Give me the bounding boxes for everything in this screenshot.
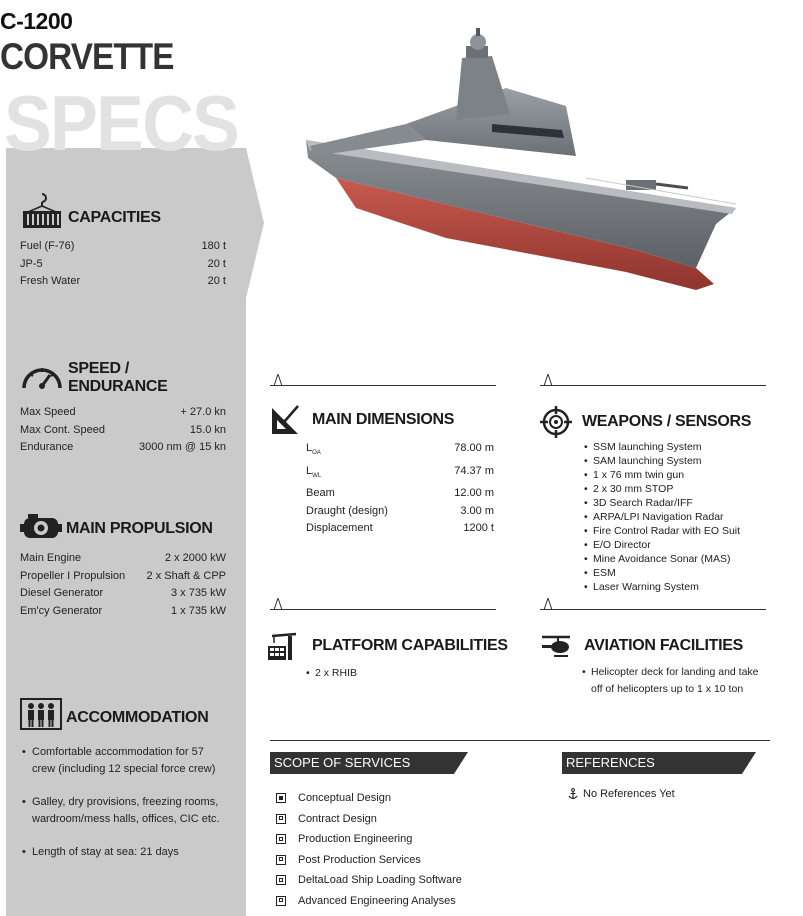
section-divider	[540, 374, 766, 386]
list-item: ESM	[584, 566, 751, 580]
accommodation-title: ACCOMMODATION	[66, 709, 209, 726]
speed-header: SPEED / ENDURANCE	[20, 354, 226, 396]
panel-arrow	[246, 148, 264, 298]
platform-section: PLATFORM CAPABILITIES 2 x RHIB	[266, 630, 508, 680]
list-item: Production Engineering	[276, 829, 462, 850]
crane-icon	[268, 632, 297, 660]
weapons-list: SSM launching System SAM launching Syste…	[584, 440, 751, 594]
weapons-header: WEAPONS / SENSORS	[540, 406, 751, 438]
corvette-ship-image	[306, 28, 737, 290]
accommodation-list: Comfortable accommodation for 57 crew (i…	[20, 744, 226, 861]
list-item: SAM launching System	[584, 454, 751, 468]
platform-title: PLATFORM CAPABILITIES	[312, 637, 508, 654]
list-item: E/O Director	[584, 538, 751, 552]
list-item: 1 x 76 mm twin gun	[584, 468, 751, 482]
checkbox-icon	[276, 813, 286, 824]
engine-icon	[20, 514, 62, 538]
checkbox-icon	[276, 875, 286, 886]
list-item: Fire Control Radar with EO Suit	[584, 524, 751, 538]
capacities-header: CAPACITIES	[20, 192, 226, 230]
anchor-icon	[568, 788, 578, 800]
crosshair-icon	[540, 406, 572, 438]
list-item: Contract Design	[276, 809, 462, 830]
list-item: 2 x RHIB	[306, 666, 508, 680]
aviation-list: Helicopter deck for landing and take off…	[582, 664, 766, 698]
speed-section: SPEED / ENDURANCE Max Speed+ 27.0 kn Max…	[20, 354, 226, 457]
aviation-header: AVIATION FACILITIES	[540, 634, 766, 658]
checkbox-checked-icon	[276, 793, 286, 804]
list-item: Galley, dry provisions, freezing rooms, …	[20, 794, 226, 828]
list-item: Conceptual Design	[276, 788, 462, 809]
dimensions-header: MAIN DIMENSIONS	[270, 404, 494, 436]
checkbox-icon	[276, 834, 286, 845]
list-item: Helicopter deck for landing and take off…	[582, 664, 766, 698]
list-item: Mine Avoidance Sonar (MAS)	[584, 552, 751, 566]
aviation-title: AVIATION FACILITIES	[584, 637, 744, 654]
platform-list: 2 x RHIB	[306, 666, 508, 680]
checkbox-icon	[276, 895, 286, 906]
table-row: Max Speed+ 27.0 kn	[20, 406, 226, 418]
capacities-title: CAPACITIES	[68, 209, 161, 226]
references-item: No References Yet	[568, 788, 675, 800]
list-item: DeltaLoad Ship Loading Software	[276, 870, 462, 891]
section-divider	[270, 598, 496, 610]
section-divider	[270, 374, 496, 386]
table-row: Fuel (F-76)180 t	[20, 240, 226, 252]
scope-list: Conceptual Design Contract Design Produc…	[276, 788, 462, 911]
scope-header: SCOPE OF SERVICES	[270, 752, 468, 774]
list-item: SSM launching System	[584, 440, 751, 454]
drafting-triangle-icon	[272, 405, 299, 434]
propulsion-header: MAIN PROPULSION	[20, 512, 226, 542]
propulsion-title: MAIN PROPULSION	[66, 520, 213, 537]
weapons-title: WEAPONS / SENSORS	[582, 413, 752, 430]
ship-type-title: CORVETTE	[0, 36, 174, 77]
speedometer-icon	[22, 368, 62, 389]
weapons-section: WEAPONS / SENSORS SSM launching System S…	[540, 406, 751, 594]
crew-icon	[20, 698, 62, 730]
list-item: 3D Search Radar/IFF	[584, 496, 751, 510]
bottom-divider	[270, 740, 770, 741]
list-item: Advanced Engineering Analyses	[276, 891, 462, 912]
platform-header: PLATFORM CAPABILITIES	[266, 630, 508, 662]
specs-watermark-title: SPECS	[4, 79, 240, 167]
section-divider	[540, 598, 766, 610]
helicopter-icon	[542, 635, 570, 657]
list-item: Length of stay at sea: 21 days	[20, 844, 226, 861]
table-row: Draught (design)3.00 m	[306, 504, 494, 517]
accommodation-header: ACCOMMODATION	[20, 698, 226, 730]
accommodation-section: ACCOMMODATION Comfortable accommodation …	[20, 698, 226, 861]
aviation-section: AVIATION FACILITIES Helicopter deck for …	[540, 634, 766, 698]
ship-model-code: C-1200	[0, 8, 73, 34]
list-item: Laser Warning System	[584, 580, 751, 594]
list-item: Post Production Services	[276, 850, 462, 871]
container-icon	[23, 193, 61, 228]
dimensions-title: MAIN DIMENSIONS	[312, 411, 455, 428]
list-item: ARPA/LPI Navigation Radar	[584, 510, 751, 524]
speed-title: SPEED / ENDURANCE	[68, 360, 168, 395]
references-header: REFERENCES	[562, 752, 756, 774]
checkbox-icon	[276, 854, 286, 865]
list-item: 2 x 30 mm STOP	[584, 482, 751, 496]
list-item: Comfortable accommodation for 57 crew (i…	[20, 744, 226, 778]
